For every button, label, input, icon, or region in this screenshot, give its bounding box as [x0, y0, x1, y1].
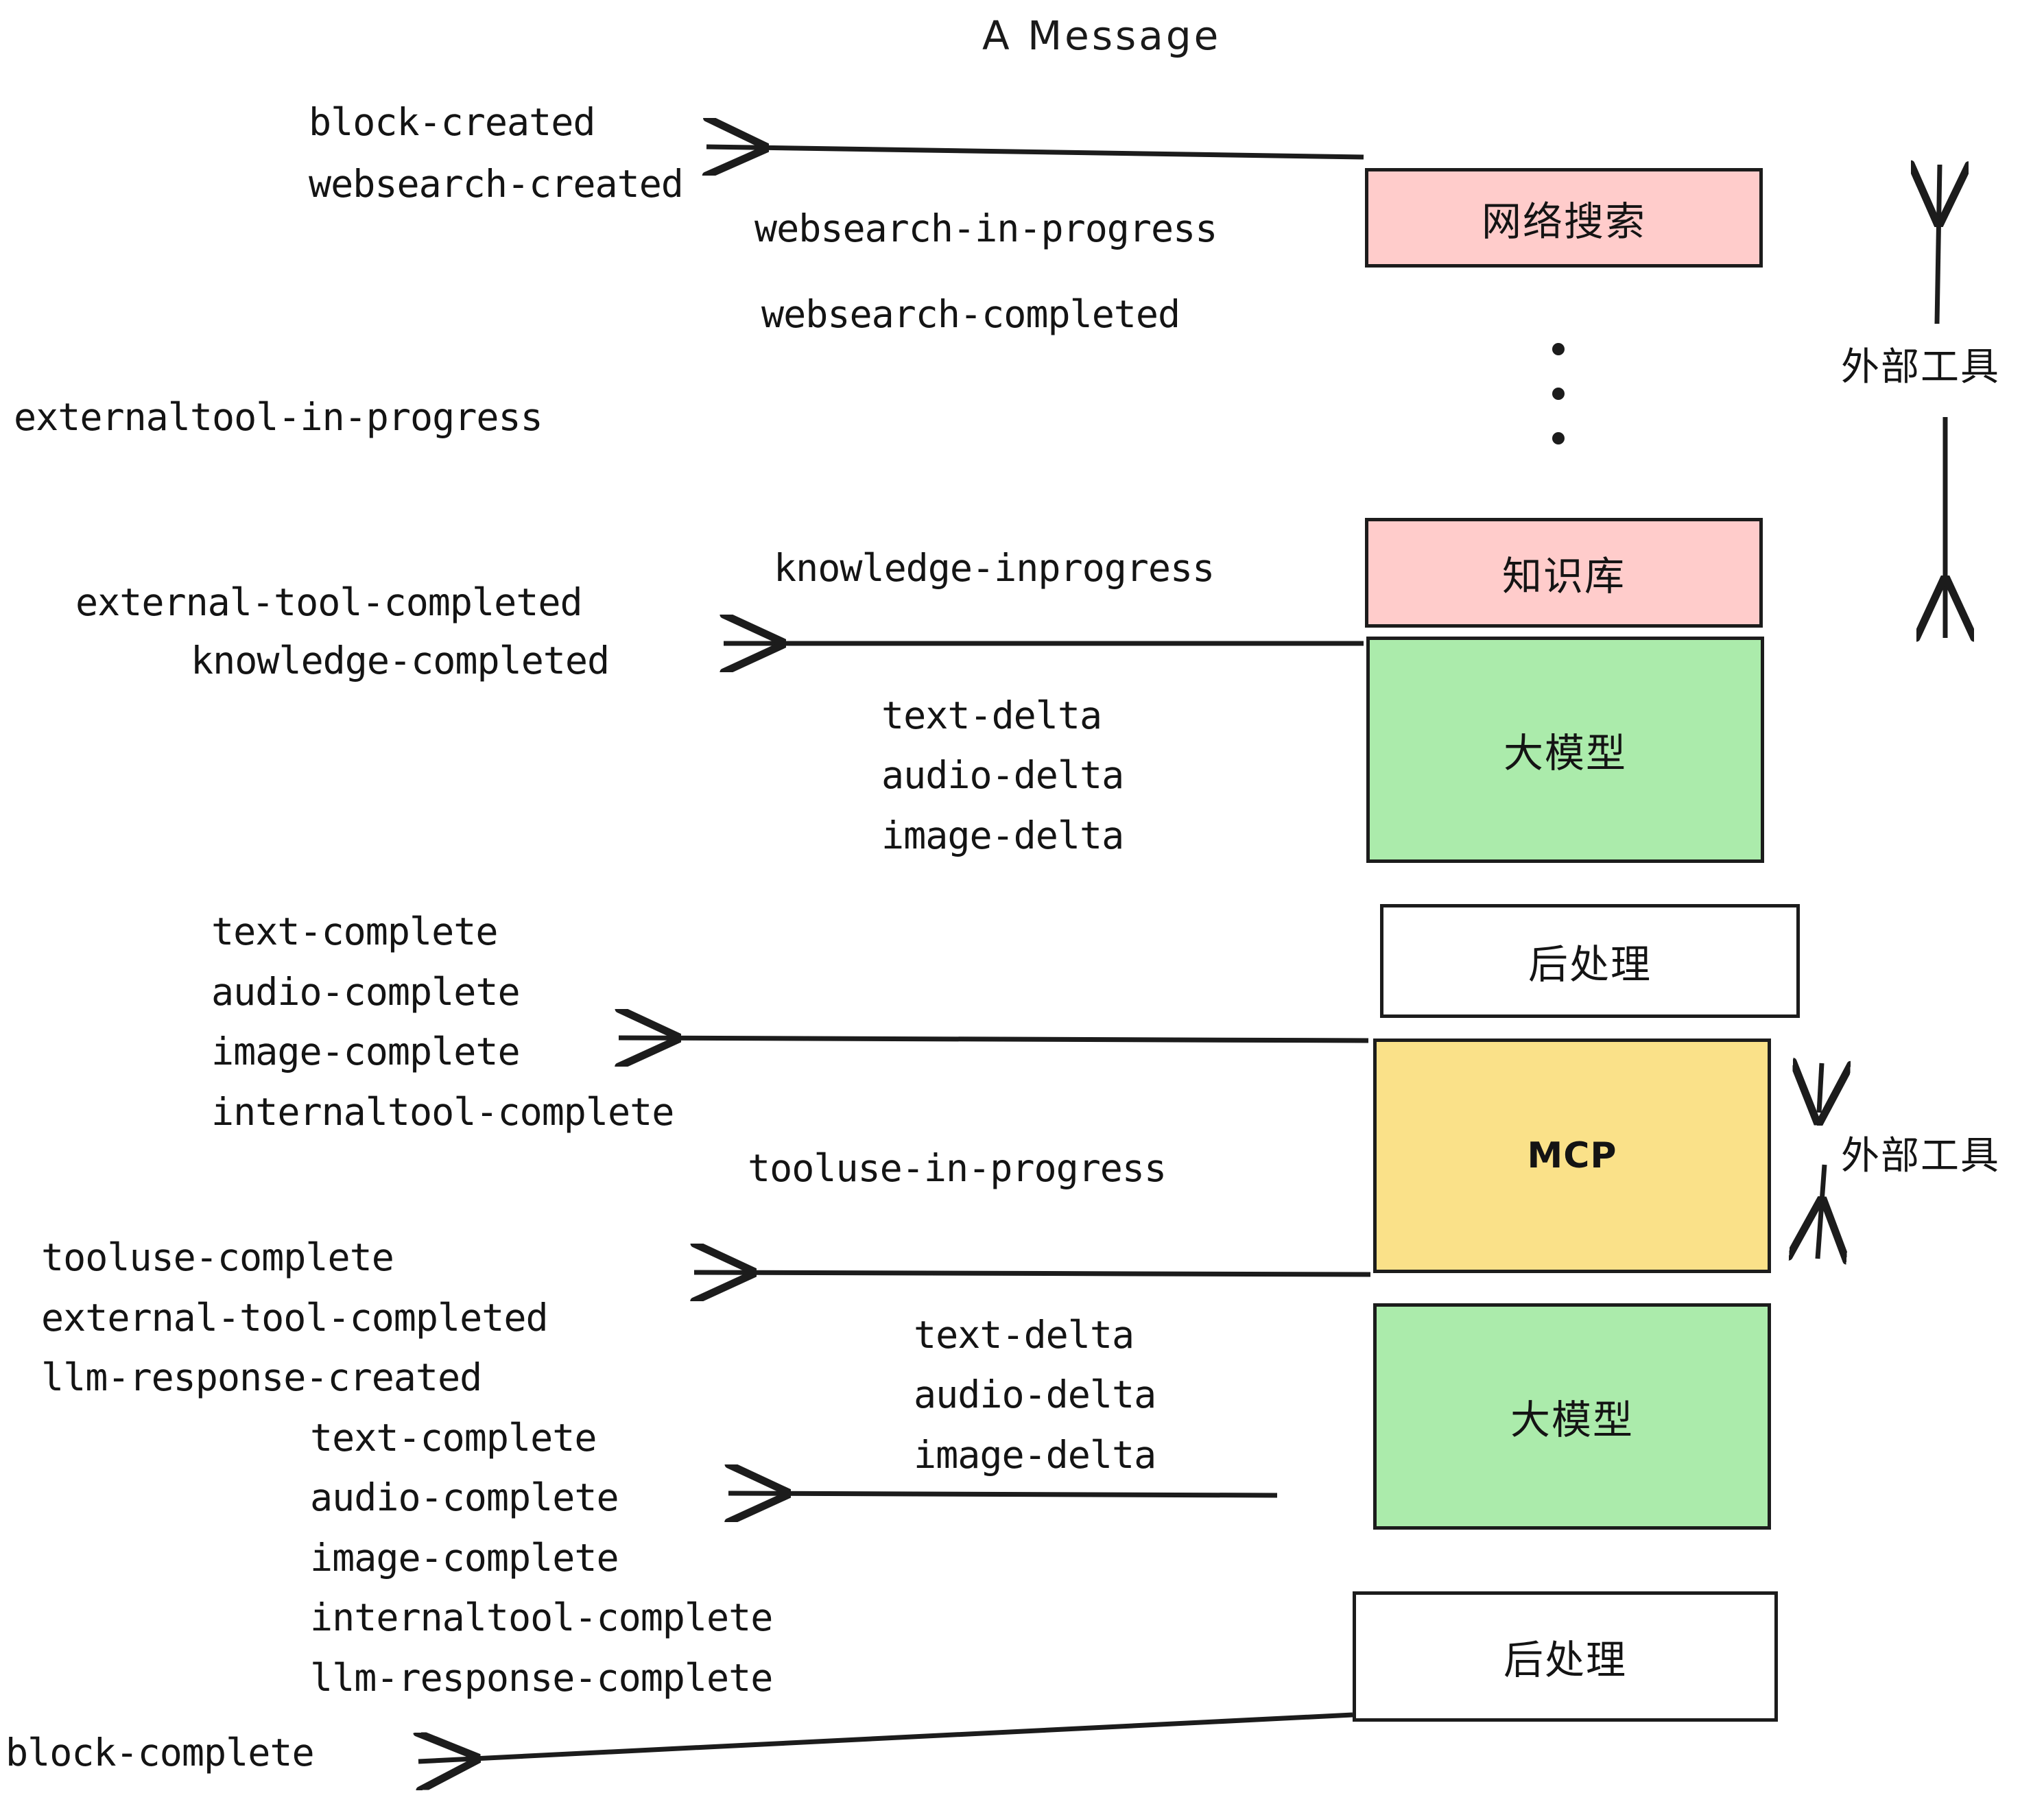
event-externaltool-in-progress: externaltool-in-progress [14, 395, 543, 439]
event-external-tool-completed-1: external-tool-completed [75, 580, 583, 624]
event-tooluse-in-progress: tooluse-in-progress [748, 1146, 1167, 1190]
box-knowledge-base[interactable]: 知识库 [1365, 518, 1763, 628]
box-postprocess-1[interactable]: 后处理 [1380, 904, 1800, 1018]
event-websearch-completed: websearch-completed [761, 292, 1180, 336]
box-llm-1[interactable]: 大模型 [1366, 637, 1764, 863]
event-image-delta-1: image-delta [881, 814, 1124, 857]
event-image-complete-2: image-complete [310, 1536, 619, 1580]
arrow-external-tool-up-1 [1937, 165, 1940, 324]
event-text-complete-1: text-complete [211, 910, 498, 953]
box-websearch[interactable]: 网络搜索 [1365, 168, 1763, 268]
event-internaltool-complete-2: internaltool-complete [310, 1595, 773, 1639]
box-knowledge-base-label: 知识库 [1501, 553, 1626, 600]
arrow-external-tool-down-2 [1818, 1164, 1825, 1259]
arrow-websearch-to-block-created [706, 147, 1364, 157]
dot-3 [1552, 432, 1565, 444]
event-tooluse-complete: tooluse-complete [41, 1235, 394, 1279]
event-knowledge-completed: knowledge-completed [191, 639, 610, 683]
box-llm-1-label: 大模型 [1503, 730, 1627, 776]
box-mcp-label: MCP [1527, 1135, 1617, 1176]
event-internaltool-complete-1: internaltool-complete [211, 1090, 674, 1134]
event-text-complete-2: text-complete [310, 1416, 597, 1460]
box-llm-2[interactable]: 大模型 [1373, 1303, 1771, 1530]
dot-1 [1552, 343, 1565, 355]
event-audio-complete-1: audio-complete [211, 970, 521, 1014]
box-postprocess-2-label: 后处理 [1503, 1637, 1627, 1683]
arrow-postprocess-to-image-complete [619, 1038, 1369, 1041]
event-image-complete-1: image-complete [211, 1030, 521, 1073]
arrow-llm-to-audio-complete [728, 1493, 1278, 1495]
dot-2 [1552, 388, 1565, 400]
external-tool-annotation-2: 外部工具 [1841, 1134, 2000, 1178]
arrow-postprocess-to-block-complete [418, 1712, 1353, 1761]
arrow-external-tool-up-2 [1819, 1063, 1822, 1113]
external-tool-annotation-1: 外部工具 [1841, 345, 2000, 390]
page-title: A Message [982, 12, 1222, 59]
box-llm-2-label: 大模型 [1510, 1397, 1634, 1443]
event-image-delta-2: image-delta [914, 1433, 1156, 1477]
box-websearch-label: 网络搜索 [1481, 198, 1646, 245]
event-block-complete: block-complete [5, 1731, 315, 1775]
event-text-delta-1: text-delta [881, 693, 1102, 737]
event-llm-response-complete: llm-response-complete [310, 1656, 773, 1700]
event-text-delta-2: text-delta [914, 1313, 1134, 1357]
box-postprocess-1-label: 后处理 [1528, 941, 1652, 988]
ellipsis-dots [1552, 343, 1565, 444]
arrow-mcp-to-tooluse-complete [694, 1272, 1371, 1274]
event-audio-delta-2: audio-delta [914, 1373, 1156, 1416]
event-block-created: block-created [309, 100, 595, 144]
event-websearch-created: websearch-created [309, 162, 684, 206]
event-websearch-in-progress: websearch-in-progress [754, 206, 1217, 250]
event-knowledge-inprogress: knowledge-inprogress [774, 546, 1215, 590]
event-audio-delta-1: audio-delta [881, 753, 1124, 797]
event-external-tool-completed-2: external-tool-completed [41, 1296, 549, 1340]
event-audio-complete-2: audio-complete [310, 1475, 619, 1519]
box-postprocess-2[interactable]: 后处理 [1353, 1591, 1778, 1722]
box-mcp[interactable]: MCP [1373, 1039, 1771, 1273]
event-llm-response-created: llm-response-created [41, 1355, 482, 1399]
